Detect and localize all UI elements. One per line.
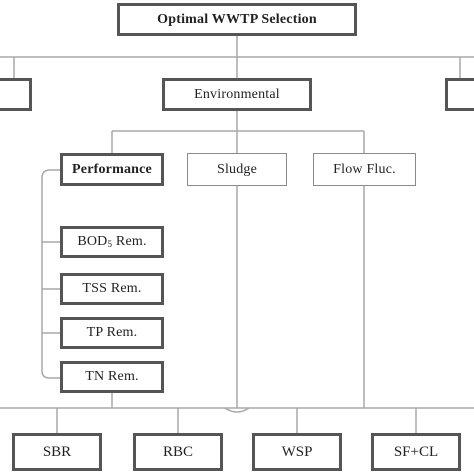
alternative-label: SBR [42, 443, 72, 460]
alternative-label: RBC [162, 443, 193, 460]
alternative-label: SF+CL [393, 443, 439, 460]
alternative-node-wsp: WSP [252, 433, 342, 471]
criterion-node-environmental: Environmental [162, 78, 312, 111]
alternative-node-rbc: RBC [133, 433, 223, 471]
performance-item-tp: TP Rem. [60, 317, 164, 349]
criterion-node-left-partial [0, 78, 32, 111]
criterion-label: Environmental [194, 86, 280, 102]
goal-label: Optimal WWTP Selection [157, 11, 317, 27]
subcriterion-label: Flow Fluc. [333, 161, 396, 177]
performance-item-tn: TN Rem. [60, 361, 164, 393]
item-label: TSS Rem. [82, 281, 142, 296]
alternative-node-sbr: SBR [12, 433, 102, 471]
goal-node: Optimal WWTP Selection [117, 3, 357, 36]
item-label: BOD5 Rem. [77, 234, 147, 249]
subcriterion-node-sludge: Sludge [187, 153, 287, 186]
item-label: TP Rem. [86, 325, 138, 340]
subcriterion-node-flow: Flow Fluc. [313, 153, 416, 186]
item-label: TN Rem. [85, 369, 139, 384]
performance-item-tss: TSS Rem. [60, 273, 164, 305]
alternative-node-sfcl: SF+CL [371, 433, 461, 471]
alternative-label: WSP [281, 443, 313, 460]
performance-item-bod: BOD5 Rem. [60, 226, 164, 258]
criterion-node-right-partial [445, 78, 474, 111]
subcriterion-label: Performance [72, 161, 152, 177]
subcriterion-node-performance: Performance [60, 153, 164, 186]
subcriterion-label: Sludge [216, 161, 258, 177]
